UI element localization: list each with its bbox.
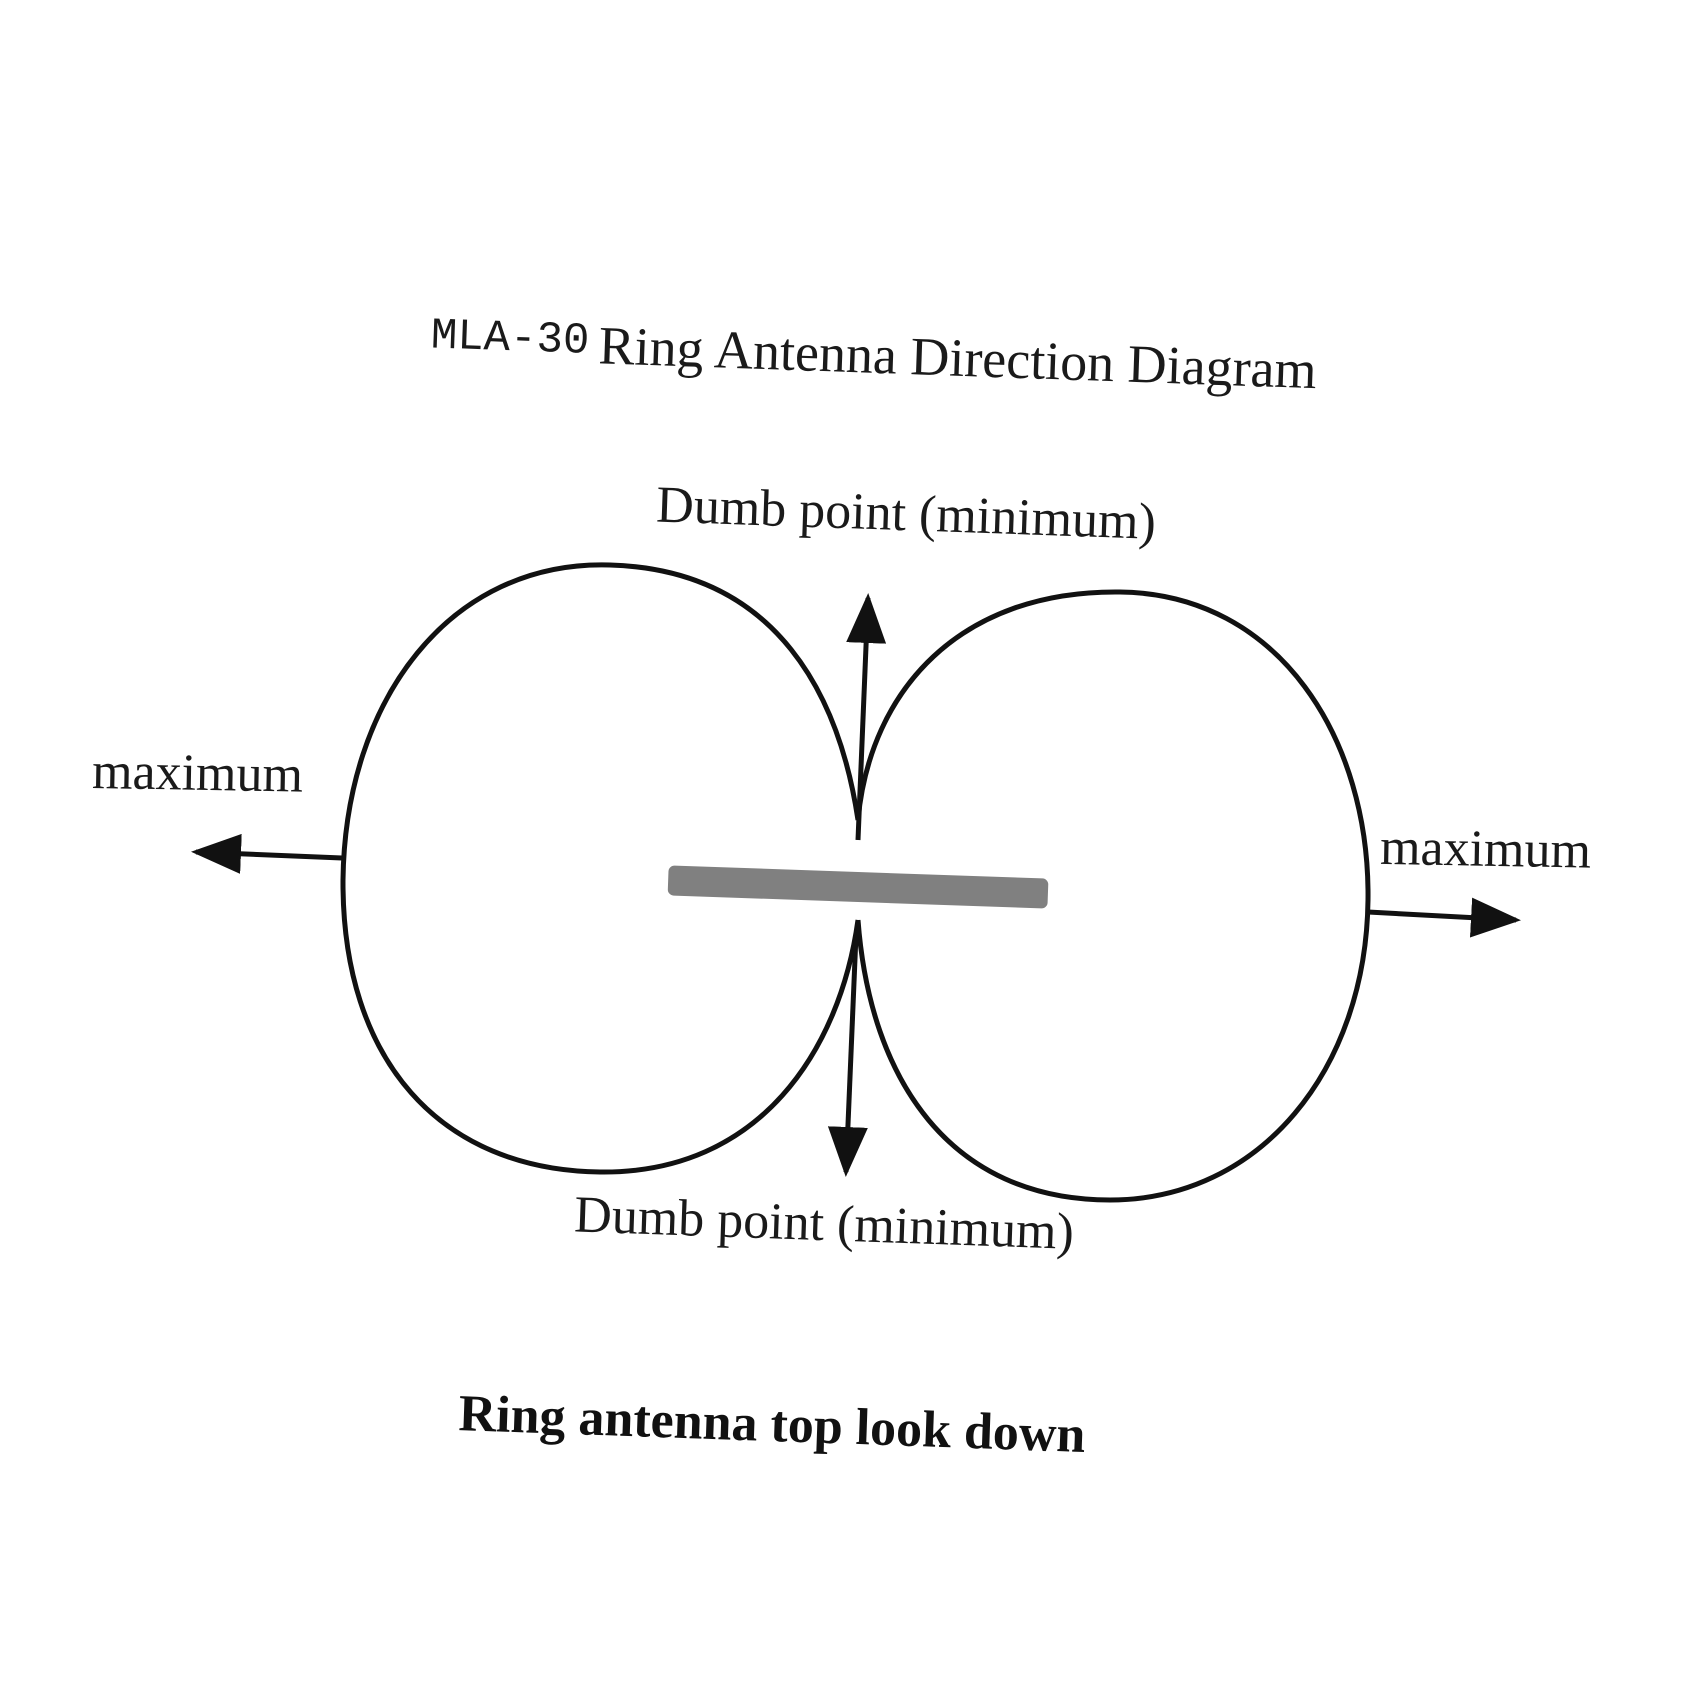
left-max-arrow [191,833,343,874]
left-lobe [340,562,861,1175]
right-max-label: maximum [1380,819,1592,880]
right-max-arrow [1367,897,1521,938]
bottom-null-label: Dumb point (minimum) [573,1186,1074,1260]
diagram-title: MLA-30 Ring Antenna Direction Diagram [430,311,1318,400]
bottom-null-arrow [827,934,868,1177]
top-null-label: Dumb point (minimum) [655,477,1156,551]
left-max-label: maximum [92,743,304,804]
title-text: Ring Antenna Direction Diagram [598,315,1318,400]
top-null-arrow [846,593,887,841]
right-lobe [855,589,1371,1203]
antenna-bar [667,865,1049,909]
diagram-caption: Ring antenna top look down [458,1385,1087,1464]
title-model: MLA-30 [430,311,590,366]
